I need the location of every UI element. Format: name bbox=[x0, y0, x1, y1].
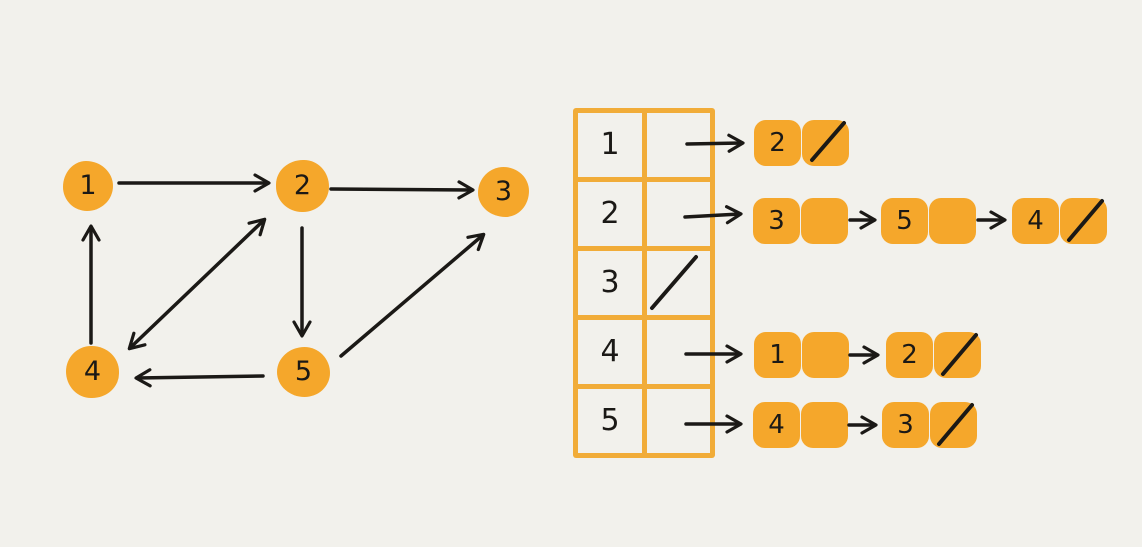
list-1-node-1-null-pointer bbox=[802, 120, 849, 166]
graph-node-5-label: 5 bbox=[294, 355, 313, 387]
adjacency-row-5-pointer-cell bbox=[647, 389, 710, 453]
list-5-node-2-value: 3 bbox=[882, 402, 929, 448]
adjacency-row-4-pointer-cell bbox=[647, 320, 710, 384]
graph-node-1: 1 bbox=[63, 161, 113, 211]
adjacency-row-2-pointer-cell bbox=[647, 182, 710, 246]
list-2-node-3-null-pointer bbox=[1060, 198, 1107, 244]
adjacency-row-3-index: 3 bbox=[578, 251, 642, 315]
list-4-node-2-null-pointer bbox=[934, 332, 981, 378]
adjacency-table: 1 2 3 4 5 bbox=[573, 108, 715, 458]
list-1-node-1-value: 2 bbox=[754, 120, 801, 166]
list-4-node-2-value: 2 bbox=[886, 332, 933, 378]
adjacency-row-4-index: 4 bbox=[578, 320, 642, 384]
edge-2-4-double bbox=[127, 217, 267, 351]
list-2-node-2-pointer bbox=[929, 198, 976, 244]
edge-2-to-3 bbox=[329, 180, 475, 200]
list-4-node-1-value: 1 bbox=[754, 332, 801, 378]
list-2-node-2-value: 5 bbox=[881, 198, 928, 244]
adjacency-row-1-pointer-cell bbox=[647, 113, 710, 177]
adjacency-row-2-index: 2 bbox=[578, 182, 642, 246]
list-2-node-1-value: 3 bbox=[753, 198, 800, 244]
graph-node-5: 5 bbox=[277, 347, 330, 397]
graph-node-2: 2 bbox=[276, 160, 329, 212]
edge-5-to-4 bbox=[134, 368, 265, 388]
edge-5-to-3 bbox=[339, 232, 486, 358]
graph-node-4: 4 bbox=[66, 346, 119, 398]
list-5-node-2-null-pointer bbox=[930, 402, 977, 448]
list-5-node-1-value: 4 bbox=[753, 402, 800, 448]
adjacency-row-3-pointer-cell bbox=[647, 251, 710, 315]
graph-node-1-label: 1 bbox=[79, 169, 97, 201]
adjacency-row-5-index: 5 bbox=[578, 389, 642, 453]
list-2-node-1-pointer bbox=[801, 198, 848, 244]
list-5-node-1-pointer bbox=[801, 402, 848, 448]
graph-node-2-label: 2 bbox=[293, 169, 312, 201]
graph-node-3: 3 bbox=[478, 167, 529, 217]
graph-node-4-label: 4 bbox=[83, 355, 102, 387]
list-2-node-3-value: 4 bbox=[1012, 198, 1059, 244]
adjacency-row-1-index: 1 bbox=[578, 113, 642, 177]
graph-node-3-label: 3 bbox=[494, 175, 513, 207]
list-4-node-1-pointer bbox=[802, 332, 849, 378]
